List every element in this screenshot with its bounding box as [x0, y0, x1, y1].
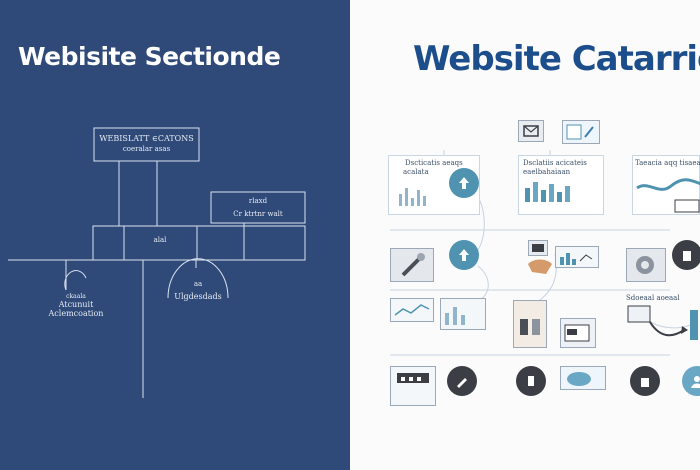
upload-icon-2: [449, 240, 479, 270]
header-box: [93, 127, 200, 162]
category-card-2: Dsclatiis acicateis eaelbahaiaan: [518, 155, 604, 215]
middle-box: [92, 225, 306, 261]
side-box: [210, 191, 306, 224]
bag-icon: [630, 366, 660, 396]
bar-chart-icon: [525, 182, 570, 202]
monitor-icon: [528, 240, 548, 256]
blueprint-title: Webisite Sectionde: [18, 42, 281, 71]
wave-chart-icon: [636, 178, 700, 213]
analytics-thumbnail: [555, 246, 599, 268]
upload-icon: [449, 168, 479, 198]
category-card-3-heading: Taeacia aqq tisaeale: [635, 159, 700, 167]
blueprint-wireframe: [8, 127, 306, 398]
hand-icon: [528, 259, 552, 274]
middle-box-label: alal: [153, 236, 167, 244]
trend-thumbnail-2: [440, 298, 486, 330]
category-card-1-heading-1: Dscticatis aeaqs: [405, 159, 463, 167]
gear-thumbnail: [626, 248, 666, 282]
left-node-arc: [64, 270, 87, 291]
left-node-line2: Atcunuit: [58, 300, 94, 309]
category-card-3: Taeacia aqq tisaeale: [632, 155, 700, 215]
mail-icon: [518, 120, 544, 142]
trend-thumbnail-1: [390, 298, 434, 322]
categories-title: Website Catarries: [413, 39, 700, 79]
cloud-thumbnail: [560, 366, 606, 390]
category-card-1-heading-2: acalata: [403, 168, 429, 176]
report-thumbnail: [513, 300, 547, 348]
left-node-line1: ckaala: [66, 293, 86, 300]
building-icon: [672, 240, 700, 270]
category-card-2-heading-2: eaelbahaiaan: [523, 168, 571, 176]
dome-label-line1: aa: [193, 280, 203, 288]
category-card-row3-label: Sdoeaal aoeaal: [626, 294, 680, 302]
category-connectors: [390, 150, 691, 356]
dome-label-line2: Ulgdesdads: [174, 292, 222, 301]
mini-chart-icon: [399, 188, 426, 206]
user-icon: [682, 366, 700, 396]
header-box-line1: WEBISLATT ∈CATONS: [99, 134, 194, 143]
dome-shape: [167, 258, 229, 299]
category-card-2-heading-1: Dsclatiis acicateis: [523, 159, 587, 167]
category-card-row3: Sdoeaal aoeaal: [624, 292, 700, 344]
flow-arrow-icon: [627, 305, 698, 340]
tool-thumbnail: [390, 248, 434, 282]
header-box-line2: coeralar asas: [122, 145, 171, 153]
side-box-line1: rlaxd: [248, 197, 268, 205]
side-box-line2: Cr ktrtnr walt: [233, 210, 283, 218]
pen-icon: [447, 366, 477, 396]
left-node-line3: Aclemcoation: [48, 309, 104, 318]
blueprint-panel: Webisite Sectionde WEBISLA: [0, 0, 350, 470]
categories-panel: Website Catarries Dscticatis aeaqs acala…: [350, 0, 700, 470]
document-icon: [562, 120, 600, 144]
hand-pointer-icon: [516, 366, 546, 396]
window-thumbnail: [560, 318, 596, 348]
building-thumbnail: [390, 366, 436, 406]
